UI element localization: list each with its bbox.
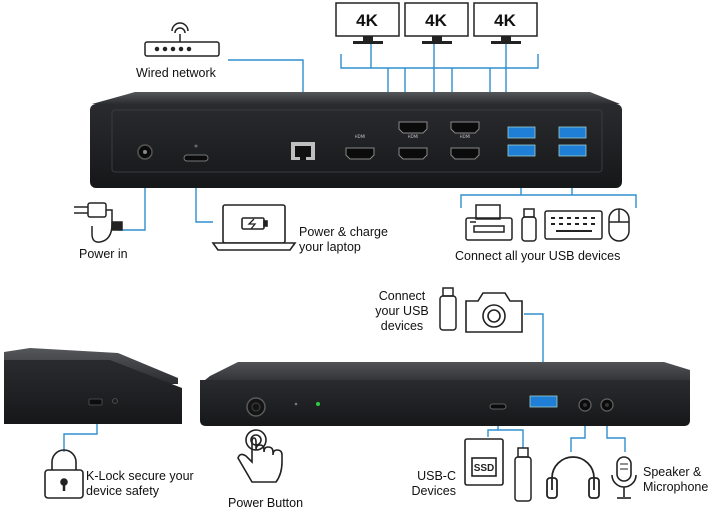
dock-front-view bbox=[200, 362, 690, 426]
monitor-2: 4K bbox=[404, 2, 469, 44]
usb-c-port-front bbox=[489, 403, 507, 410]
usbc-devices-line-1: USB-C bbox=[417, 469, 456, 483]
monitor-3: 4K bbox=[473, 2, 538, 44]
power-charge-line-2: your laptop bbox=[299, 240, 361, 254]
wired-network-label: Wired network bbox=[136, 66, 216, 80]
hdmi-port-4 bbox=[450, 121, 480, 134]
power-button bbox=[246, 397, 266, 417]
ssd-label: SSD bbox=[474, 463, 495, 474]
ssd-icon: SSD bbox=[464, 438, 504, 486]
connect-usb-label: Connect your USB devices bbox=[370, 289, 434, 334]
audio-jacks bbox=[578, 398, 614, 412]
keyboard-icon bbox=[544, 210, 603, 240]
laptop-charging-icon bbox=[211, 204, 297, 251]
headphones-icon bbox=[546, 456, 600, 499]
usb-drive-icon-lower bbox=[439, 287, 457, 331]
power-led bbox=[316, 402, 320, 406]
connect-usb-line-1: Connect bbox=[378, 289, 426, 303]
microphone-icon bbox=[611, 456, 637, 499]
hdmi-port-3: HDMI bbox=[398, 134, 428, 160]
hdmi-port-5-text: HDMI bbox=[460, 134, 471, 139]
ethernet-port bbox=[291, 142, 315, 160]
power-charge-label: Power & charge your laptop bbox=[299, 225, 388, 255]
usb-drive-icon-usbc bbox=[514, 447, 532, 502]
klock-line-2: device safety bbox=[86, 484, 159, 498]
usb-drive-icon bbox=[521, 208, 537, 242]
power-in-label: Power in bbox=[79, 247, 128, 261]
hdmi-port-5: HDMI bbox=[450, 134, 480, 160]
power-charge-line-1: Power & charge bbox=[299, 225, 388, 239]
mouse-icon bbox=[608, 208, 630, 242]
usb-a-port-front bbox=[529, 395, 558, 408]
hdmi-port-3-text: HDMI bbox=[408, 134, 419, 139]
speaker-mic-line-2: Microphone bbox=[643, 480, 709, 494]
connect-usb-line-2: your USB bbox=[375, 304, 429, 318]
hdmi-port-2 bbox=[398, 121, 428, 134]
dc-power-port bbox=[137, 144, 153, 160]
power-adapter-icon bbox=[74, 202, 123, 243]
klock-label: K-Lock secure your device safety bbox=[86, 469, 194, 499]
usb-c-port-rear bbox=[183, 144, 209, 162]
monitor-1-label: 4K bbox=[356, 11, 378, 30]
speaker-mic-label: Speaker & Microphone bbox=[643, 465, 708, 495]
camera-icon bbox=[465, 292, 523, 333]
dock-side-view bbox=[4, 348, 182, 424]
connect-usb-line-3: devices bbox=[380, 319, 424, 333]
usbc-devices-label: USB-C Devices bbox=[398, 469, 456, 499]
hdmi-port-1: HDMI bbox=[345, 134, 375, 160]
speaker-mic-line-1: Speaker & bbox=[643, 465, 702, 479]
padlock-icon bbox=[44, 449, 84, 499]
router-icon bbox=[144, 22, 220, 57]
usbc-devices-line-2: Devices bbox=[411, 484, 456, 498]
connect-usb-all-label: Connect all your USB devices bbox=[455, 249, 621, 263]
power-button-label: Power Button bbox=[228, 496, 304, 510]
printer-icon bbox=[465, 204, 513, 241]
monitor-2-label: 4K bbox=[425, 11, 447, 30]
hand-pointer-icon bbox=[237, 429, 283, 483]
usb-a-ports-rear bbox=[507, 126, 587, 157]
klock-line-1: K-Lock secure your bbox=[86, 469, 194, 483]
indicator-light bbox=[294, 402, 298, 406]
dock-rear-view: HDMI HDMI HDMI bbox=[90, 92, 622, 188]
monitor-1: 4K bbox=[335, 2, 400, 44]
monitor-3-label: 4K bbox=[494, 11, 516, 30]
hdmi-port-1-text: HDMI bbox=[355, 134, 366, 139]
